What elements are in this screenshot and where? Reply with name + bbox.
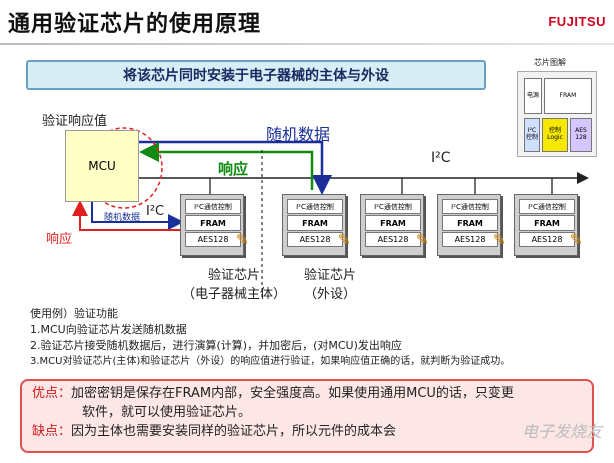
random-data-small: 随机数据 — [104, 213, 141, 223]
verification-chip-peripheral: I²C通信控制 FRAM AES128 ✎ — [282, 194, 351, 256]
i2c-small-label: I²C — [146, 204, 165, 219]
mcu-box: MCU — [65, 130, 139, 202]
chip-i2c-control: I²C通信控制 — [287, 199, 343, 214]
chip-i2c-control: I²C通信控制 — [185, 199, 241, 214]
header-divider — [0, 43, 614, 45]
caption-peripheral-chip: 验证芯片 （外设） — [290, 264, 370, 302]
legend-control: 控制 Logic — [542, 118, 568, 152]
caption-peri-line2: （外设） — [303, 287, 356, 302]
usage-example: 使用例）验证功能 1.MCU向验证芯片发送随机数据 2.验证芯片接受随机数据后，… — [30, 306, 510, 370]
pen-icon: ✎ — [235, 230, 249, 249]
watermark: 电子发烧友 — [521, 422, 602, 441]
headline-banner: 将该芯片同时安装于电子器械的主体与外设 — [26, 60, 486, 90]
chip-fram: FRAM — [287, 215, 343, 231]
pen-icon: ✎ — [569, 230, 583, 249]
response-label-green: 响应 — [218, 160, 249, 178]
verification-chip-peripheral: I²C通信控制 FRAM AES128 ✎ — [437, 194, 506, 256]
pen-icon: ✎ — [492, 230, 506, 249]
chip-aes: AES128 — [185, 232, 241, 247]
cons-text: 因为主体也需要安装同样的验证芯片，所以元件的成本会 — [71, 424, 397, 439]
page-title: 通用验证芯片的使用原理 — [8, 12, 262, 37]
caption-peri-line1: 验证芯片 — [303, 268, 356, 283]
fujitsu-logo: FUJITSU — [548, 14, 606, 29]
legend-i2c: I²C 控制 — [524, 118, 540, 152]
legend-fram: FRAM — [544, 78, 592, 114]
pros-label: 优点： — [32, 386, 72, 401]
usage-step-1: 1.MCU向验证芯片发送随机数据 — [30, 323, 187, 336]
cons-label: 缺点： — [32, 424, 72, 439]
chip-fram: FRAM — [365, 215, 421, 231]
random-data-main-arrow — [91, 200, 184, 230]
pen-icon: ✎ — [337, 230, 351, 249]
legend-aes: AES 128 — [570, 118, 592, 152]
usage-step-2: 2.验证芯片接受随机数据后，进行演算(计算)，并加密后，(对MCU)发出响应 — [30, 339, 402, 352]
caption-main-line2: （电子器械主体） — [181, 287, 286, 302]
chip-fram: FRAM — [185, 215, 241, 231]
pros-cons-box: 优点：加密密钥是保存在FRAM内部，安全强度高。如果使用通用MCU的话，只变更 … — [20, 379, 594, 453]
response-arrow — [139, 142, 314, 190]
legend-title: 芯片图解 — [534, 58, 566, 67]
usage-step-3: 3.MCU对验证芯片(主体)和验证芯片（外设）的响应值进行验证，如果响应值正确的… — [30, 356, 511, 367]
chip-aes: AES128 — [442, 232, 498, 247]
caption-main-line1: 验证芯片 — [207, 268, 260, 283]
verification-chip-peripheral: I²C通信控制 FRAM AES128 ✎ — [360, 194, 429, 256]
caption-main-chip: 验证芯片 （电子器械主体） — [180, 264, 288, 302]
response-main-arrow — [72, 200, 180, 231]
chip-fram: FRAM — [442, 215, 498, 231]
verification-chip-main: I²C通信控制 FRAM AES128 ✎ — [180, 194, 249, 256]
chip-aes: AES128 — [287, 232, 343, 247]
random-data-label: 随机数据 — [266, 125, 331, 144]
chip-i2c-control: I²C通信控制 — [519, 199, 575, 214]
usage-title: 使用例）验证功能 — [30, 307, 118, 320]
i2c-bus-label: I²C — [431, 150, 451, 166]
chip-aes: AES128 — [519, 232, 575, 247]
chip-i2c-control: I²C通信控制 — [442, 199, 498, 214]
auth-response-label: 验证响应值 — [42, 114, 108, 129]
verification-chip-peripheral: I²C通信控制 FRAM AES128 ✎ — [514, 194, 583, 256]
chip-fram: FRAM — [519, 215, 575, 231]
pros-text: 加密密钥是保存在FRAM内部，安全强度高。如果使用通用MCU的话，只变更 — [71, 386, 514, 401]
chip-i2c-control: I²C通信控制 — [365, 199, 421, 214]
chip-aes: AES128 — [365, 232, 421, 247]
chip-legend: 芯片图解 电源 FRAM I²C 控制 控制 Logic AES 128 — [517, 58, 597, 157]
legend-power: 电源 — [524, 78, 542, 114]
pen-icon: ✎ — [415, 230, 429, 249]
pros-text-cont: 软件，就可以使用验证芯片。 — [82, 405, 252, 420]
response-label-red: 响应 — [46, 232, 73, 247]
